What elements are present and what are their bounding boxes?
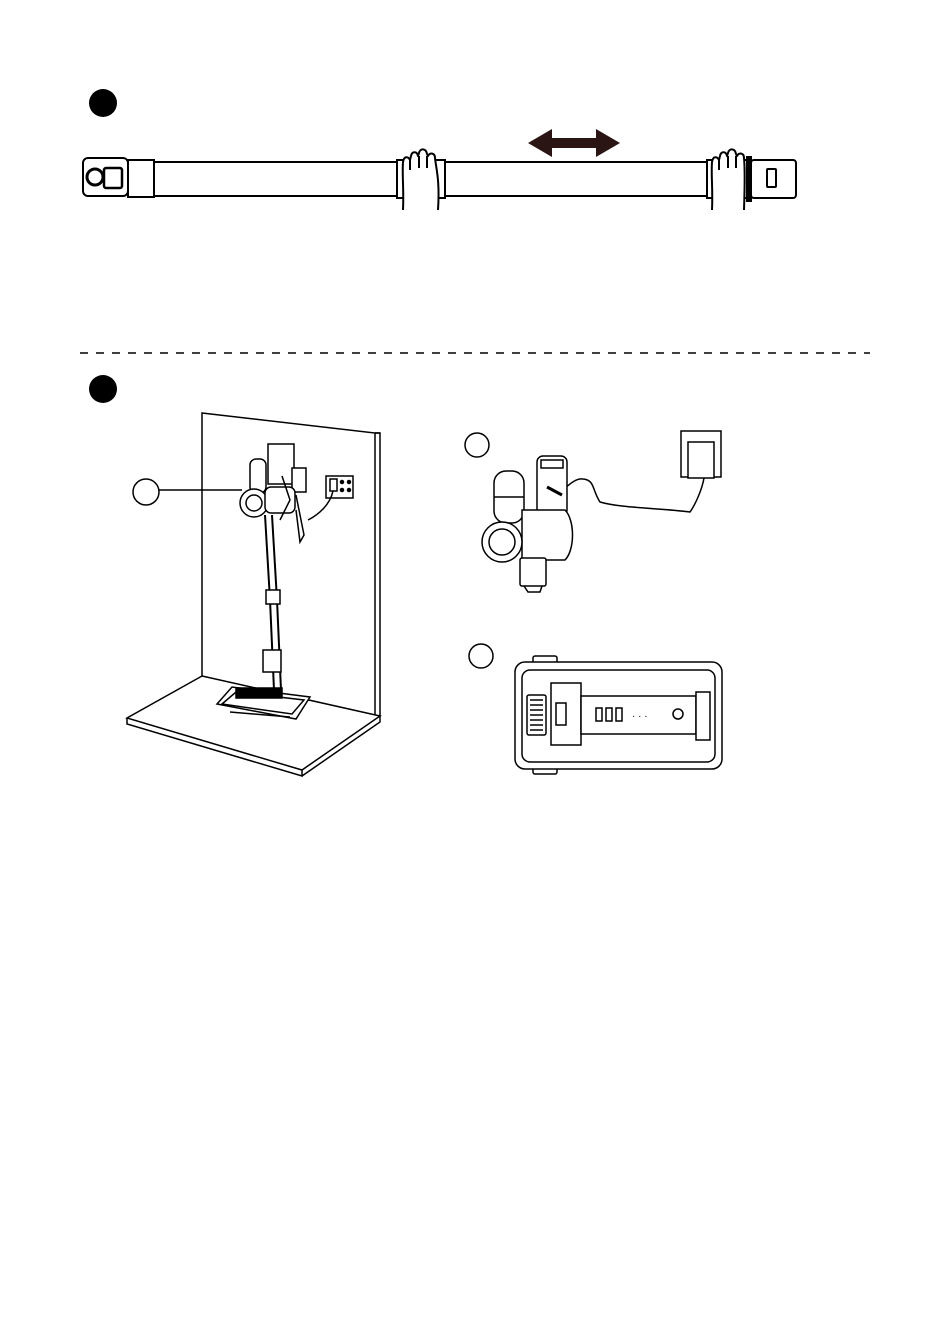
tube-collar-left (128, 160, 154, 197)
wall-bracket (268, 444, 294, 484)
double-arrow-icon (528, 129, 620, 157)
hand-icon (712, 149, 745, 210)
step-1-badge (89, 89, 117, 117)
dock-callout-circle (133, 479, 159, 505)
indicator-dots: · · · (632, 711, 648, 722)
step-2-badge (89, 375, 117, 403)
indicator-callout-circle (469, 644, 493, 668)
motor-head (240, 489, 268, 517)
tube-illustration (83, 157, 796, 201)
charging-illustration (482, 431, 721, 592)
connector-hole (87, 169, 103, 185)
tube-segment-1 (154, 162, 397, 196)
connector-latch (104, 168, 122, 188)
indicator-illustration (515, 656, 722, 774)
charging-callout-circle (465, 433, 489, 457)
hand-icon (403, 149, 439, 210)
dust-cup (250, 459, 266, 493)
tube-segment-2 (445, 162, 707, 196)
dock-scene (127, 413, 380, 776)
tube-right-slot (767, 169, 776, 187)
